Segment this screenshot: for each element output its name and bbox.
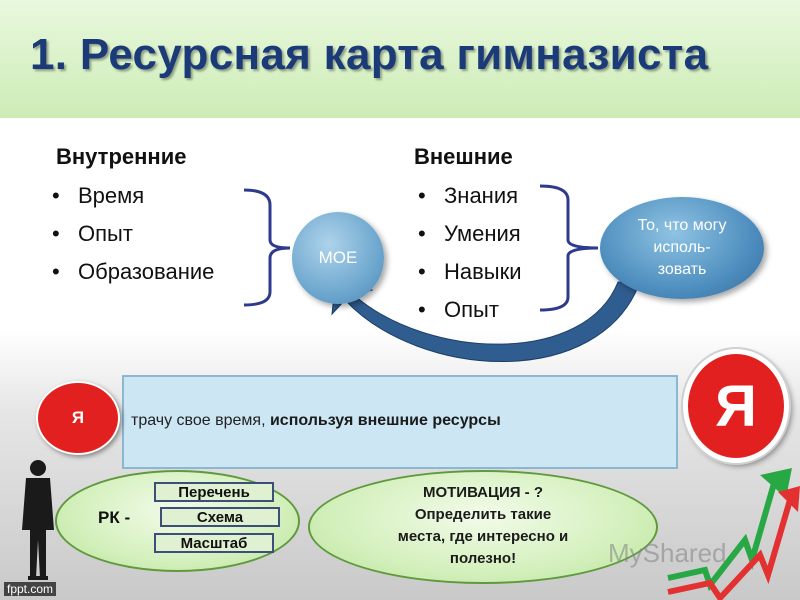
footer-credit: fppt.com xyxy=(4,582,57,596)
bubble-line: То, что могу xyxy=(637,217,727,234)
ya-small-badge: Я xyxy=(36,381,120,455)
rk-label: РК - xyxy=(98,508,131,527)
banner-text-bold: используя внешние ресурсы xyxy=(269,412,501,429)
banner-text-plain: трачу свое время, xyxy=(131,412,270,429)
growth-arrow-icon xyxy=(667,468,800,600)
rk-item-scheme: Схема xyxy=(160,507,280,527)
ya-big-label: Я xyxy=(715,373,757,439)
slide-title: 1. Ресурсная карта гимназиста xyxy=(30,30,709,79)
motivation-line: места, где интересно и xyxy=(397,528,569,545)
motivation-line: МОТИВАЦИЯ - ? xyxy=(422,484,544,501)
rk-item-list: Перечень xyxy=(154,482,274,502)
bubble-line: зовать xyxy=(657,261,707,278)
list-item: •Опыт xyxy=(418,297,499,322)
ya-big-badge: Я xyxy=(683,349,789,463)
internal-heading: Внутренние xyxy=(56,144,187,169)
person-figure-icon xyxy=(22,460,54,580)
banner-text: трачу свое время, используя внешние ресу… xyxy=(131,412,501,430)
list-item: •Навыки xyxy=(418,259,522,284)
external-bracket xyxy=(539,184,599,312)
usable-resources-bubble: То, что могу исполь- зовать xyxy=(600,197,764,299)
moe-label: МОЕ xyxy=(318,248,358,267)
internal-list: •Время •Опыт •Образование xyxy=(52,177,214,291)
list-item: •Образование xyxy=(52,259,215,284)
external-list: •Знания •Умения •Навыки •Опыт xyxy=(418,177,522,329)
moe-bubble: МОЕ xyxy=(292,212,384,304)
rk-item-scale: Масштаб xyxy=(154,533,274,553)
ya-small-label: Я xyxy=(71,408,85,427)
list-item: •Время xyxy=(52,183,145,208)
motivation-line: полезно! xyxy=(449,550,517,567)
header-band xyxy=(0,0,800,118)
motivation-line: Определить такие xyxy=(414,506,552,523)
statement-banner xyxy=(122,375,678,469)
list-item: •Опыт xyxy=(52,221,133,246)
bubble-line: исполь- xyxy=(653,239,711,256)
watermark: MyShared xyxy=(608,538,727,568)
list-item: •Знания xyxy=(418,183,519,208)
motivation-ellipse xyxy=(308,470,658,584)
internal-bracket xyxy=(243,188,291,307)
external-heading: Внешние xyxy=(414,144,513,169)
list-item: •Умения xyxy=(418,221,521,246)
motivation-text: МОТИВАЦИЯ - ? Определить такие места, гд… xyxy=(348,482,618,570)
